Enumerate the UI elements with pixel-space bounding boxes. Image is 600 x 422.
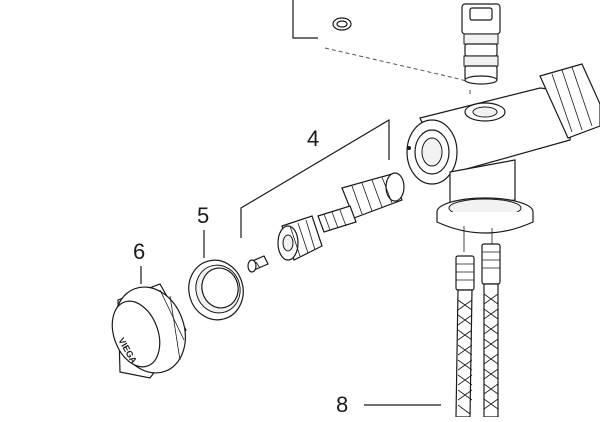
cover-ring <box>188 259 244 321</box>
o-ring-small <box>332 17 352 31</box>
callout-label-6: 6 <box>133 239 145 264</box>
top-cartridge <box>461 3 501 85</box>
callout-4-bracket <box>240 118 390 238</box>
callout-label-4: 4 <box>307 126 319 151</box>
callout-label-8: 8 <box>336 392 348 417</box>
supply-hoses <box>455 226 501 418</box>
callout-label-5: 5 <box>197 203 209 228</box>
top-bracket-line <box>292 0 318 39</box>
valve-body <box>406 63 600 234</box>
cartridge-assembly <box>247 172 405 273</box>
handle-cap: VIEGA <box>111 283 187 379</box>
